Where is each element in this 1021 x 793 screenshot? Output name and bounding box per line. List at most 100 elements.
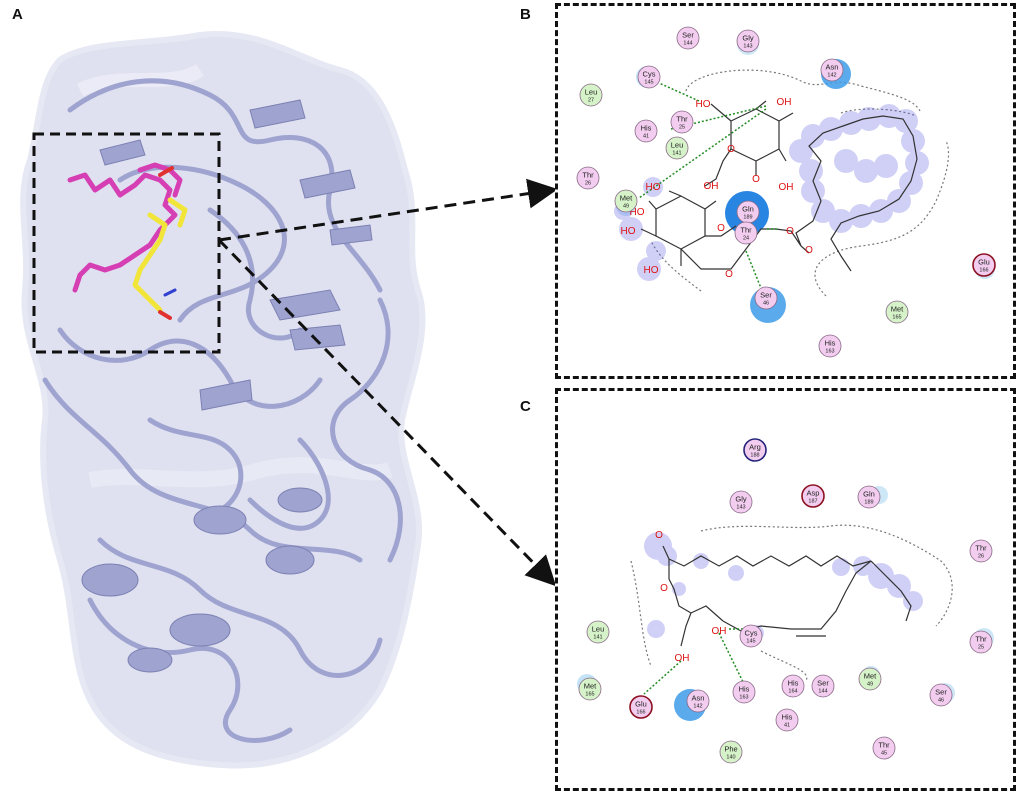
panel-c-residue-name: Gln (863, 490, 875, 499)
panel-c-residue-number: 25 (978, 645, 984, 651)
panel-b-residue-number: 144 (683, 41, 692, 47)
panel-b-residue-number: 46 (763, 301, 769, 307)
panel-c-residue-name: Met (864, 672, 877, 681)
panel-b-atom-label: HO (646, 182, 661, 193)
panel-c-residue-name: Gly (735, 495, 747, 504)
panel-c-residue-name: Ser (935, 688, 947, 697)
panel-c-residue-number: 145 (746, 639, 755, 645)
panel-c-residue-name: Asp (807, 489, 820, 498)
panel-b-residue-name: Thr (740, 226, 752, 235)
panel-c-residue-number: 164 (788, 689, 797, 695)
panel-b-atom-label: OH (777, 97, 792, 108)
panel-b-residue-name: Ser (760, 291, 772, 300)
panel-c-residue-name: Arg (749, 443, 761, 452)
panel-b-residue-name: Met (620, 194, 633, 203)
panel-c-residue-number: 141 (593, 635, 602, 641)
panel-b-residue-name: Gly (742, 34, 754, 43)
panel-c-residue-number: 49 (867, 682, 873, 688)
panel-b-residue-name: Thr (582, 171, 594, 180)
panel-c-residue-name: Leu (592, 625, 605, 634)
panel-c-residue-number: 45 (881, 751, 887, 757)
panel-b-residue-number: 189 (743, 215, 752, 221)
panel-b-atom-label: O (786, 226, 794, 237)
panel-b-residue-number: 142 (827, 73, 836, 79)
panel-c-atom-label: OH (712, 626, 727, 637)
panel-c-residue-name: Met (584, 682, 597, 691)
panel-b-residue-number: 25 (679, 125, 685, 131)
panel-b-residue-name: Leu (585, 88, 598, 97)
panel-b-atom-label: O (727, 144, 735, 155)
panel-c-residue-number: 143 (736, 505, 745, 511)
panel-c-residue-name: Thr (975, 544, 987, 553)
panel-b-atom-label: OH (704, 181, 719, 192)
panel-c-residue-number: 165 (585, 692, 594, 698)
panel-c-residue-number: 166 (636, 710, 645, 716)
panel-c-residue-name: His (782, 713, 793, 722)
panel-label-c: C (520, 398, 531, 415)
panel-b-residue-name: Asn (826, 63, 839, 72)
panel-b-atom-label: HO (644, 265, 659, 276)
panel-b-residue-name: Leu (671, 141, 684, 150)
panel-c-residue-number: 188 (750, 453, 759, 459)
panel-c-residue-name: Ser (817, 679, 829, 688)
panel-c-residue-name: Thr (975, 635, 987, 644)
panel-b-residue-number: 163 (825, 349, 834, 355)
panel-b-residue-number: 166 (979, 268, 988, 274)
panel-b-atom-label: HO (696, 99, 711, 110)
panel-b-residue-name: Glu (978, 258, 990, 267)
panel-b-residue-number: 24 (743, 236, 749, 242)
panel-b-residue-name: Cys (643, 70, 656, 79)
panel-c-residue-number: 46 (938, 698, 944, 704)
panel-b-residue-name: Gln (742, 205, 754, 214)
panel-c-residue-name: Glu (635, 700, 647, 709)
panel-c-residue-number: 144 (818, 689, 827, 695)
panel-c-atom-label: O (660, 583, 668, 594)
panel-c-residue-number: 187 (808, 499, 817, 505)
panel-c-residue-number: 26 (978, 554, 984, 560)
panel-b-atom-label: O (752, 174, 760, 185)
panel-c-residue-name: His (788, 679, 799, 688)
panel-c-residue-name: Thr (878, 741, 890, 750)
panel-b-residue-number: 143 (743, 44, 752, 50)
panel-b-atom-label: HO (621, 226, 636, 237)
panel-c-residue-number: 140 (726, 755, 735, 761)
panel-c-residue-number: 189 (864, 500, 873, 506)
panel-b-atom-label: O (805, 245, 813, 256)
panel-label-b: B (520, 6, 531, 23)
panel-b-residue-number: 165 (892, 315, 901, 321)
panel-b-residue-number: 49 (623, 204, 629, 210)
